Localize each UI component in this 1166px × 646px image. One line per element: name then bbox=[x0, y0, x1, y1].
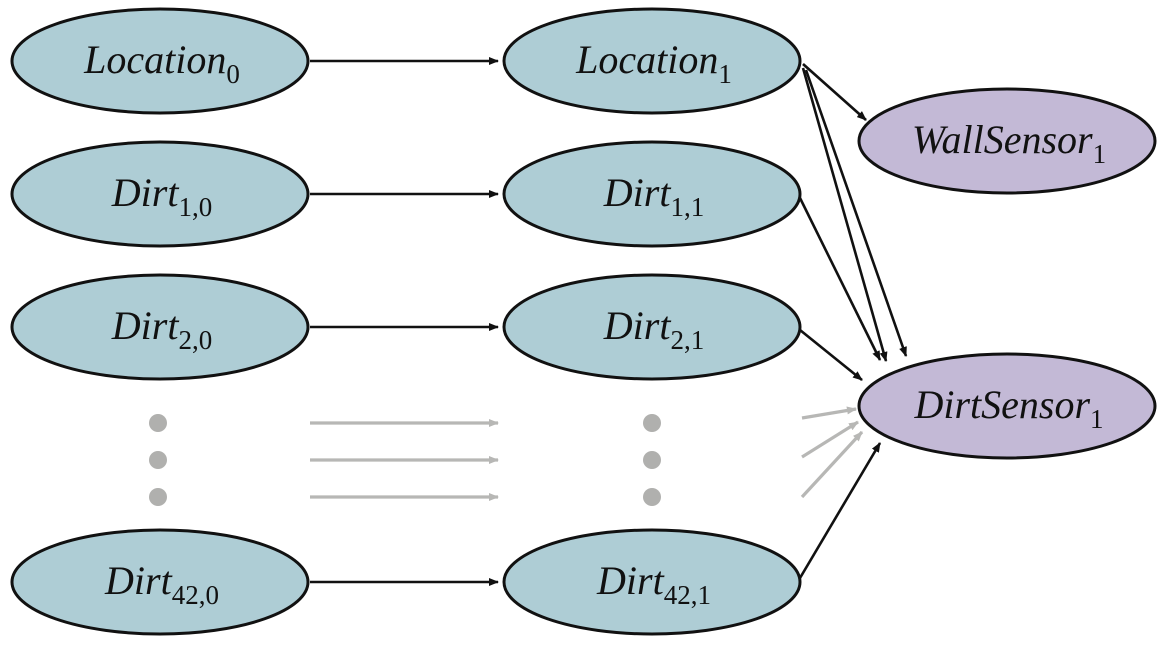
edge-location1-wallsensor1 bbox=[802, 63, 867, 121]
node-wallsensor1: WallSensor1 bbox=[857, 87, 1157, 195]
node-subscript: 1 bbox=[1090, 404, 1104, 434]
edge-location1-dirtsensor1-b bbox=[804, 69, 908, 357]
svg-text:Dirt42,1: Dirt42,1 bbox=[596, 558, 711, 610]
elided-sensor-arrow bbox=[800, 430, 864, 499]
svg-text:Dirt1,1: Dirt1,1 bbox=[603, 170, 704, 222]
svg-text:Location0: Location0 bbox=[83, 37, 240, 89]
svg-text:Dirt42,0: Dirt42,0 bbox=[104, 558, 219, 610]
node-base: Dirt bbox=[104, 558, 173, 603]
node-subscript: 1,0 bbox=[178, 192, 212, 222]
edge-location1-dirtsensor1-a bbox=[801, 67, 888, 362]
ellipsis-dot bbox=[643, 451, 661, 469]
node-dirt-2-1: Dirt2,1 bbox=[502, 273, 802, 381]
node-location1: Location1 bbox=[502, 7, 802, 115]
svg-text:Dirt2,1: Dirt2,1 bbox=[603, 303, 704, 355]
edge-dirt21-dirtsensor1 bbox=[799, 328, 863, 382]
node-subscript: 42,1 bbox=[664, 580, 711, 610]
ellipsis-dot bbox=[149, 414, 167, 432]
node-base: Dirt bbox=[603, 170, 672, 215]
node-subscript: 1 bbox=[1093, 139, 1107, 169]
node-dirtsensor1: DirtSensor1 bbox=[857, 352, 1157, 460]
node-dirt-42-0: Dirt42,0 bbox=[10, 528, 310, 636]
svg-text:WallSensor1: WallSensor1 bbox=[912, 117, 1106, 169]
node-dirt-42-1: Dirt42,1 bbox=[502, 528, 802, 636]
edge-dirt421-dirtsensor1 bbox=[798, 442, 882, 579]
svg-text:Dirt2,0: Dirt2,0 bbox=[111, 303, 212, 355]
node-base: WallSensor bbox=[912, 117, 1093, 162]
node-location0: Location0 bbox=[10, 7, 310, 115]
node-dirt-1-1: Dirt1,1 bbox=[502, 140, 802, 248]
node-subscript: 2,1 bbox=[670, 325, 704, 355]
node-base: DirtSensor bbox=[913, 382, 1090, 427]
node-dirt-2-0: Dirt2,0 bbox=[10, 273, 310, 381]
edge-dirt11-dirtsensor1 bbox=[798, 197, 882, 361]
node-base: Dirt bbox=[111, 170, 180, 215]
node-base: Dirt bbox=[603, 303, 672, 348]
node-base: Dirt bbox=[596, 558, 665, 603]
svg-text:Dirt1,0: Dirt1,0 bbox=[111, 170, 212, 222]
node-base: Location bbox=[83, 37, 226, 82]
node-subscript: 0 bbox=[226, 59, 240, 89]
node-subscript: 42,0 bbox=[172, 580, 219, 610]
edges bbox=[310, 57, 908, 586]
ellipsis-dot bbox=[643, 414, 661, 432]
ellipsis-dot bbox=[149, 451, 167, 469]
ellipsis-dot bbox=[149, 488, 167, 506]
node-subscript: 2,0 bbox=[178, 325, 212, 355]
node-base: Dirt bbox=[111, 303, 180, 348]
svg-text:Location1: Location1 bbox=[575, 37, 732, 89]
node-base: Location bbox=[575, 37, 718, 82]
elided-sensor-arrow bbox=[801, 420, 859, 459]
ellipsis-dot bbox=[643, 488, 661, 506]
elided-sensor-arrow bbox=[801, 406, 857, 420]
svg-text:DirtSensor1: DirtSensor1 bbox=[913, 382, 1103, 434]
elided-variables bbox=[149, 406, 864, 506]
node-dirt-1-0: Dirt1,0 bbox=[10, 140, 310, 248]
node-subscript: 1 bbox=[718, 59, 732, 89]
node-subscript: 1,1 bbox=[670, 192, 704, 222]
